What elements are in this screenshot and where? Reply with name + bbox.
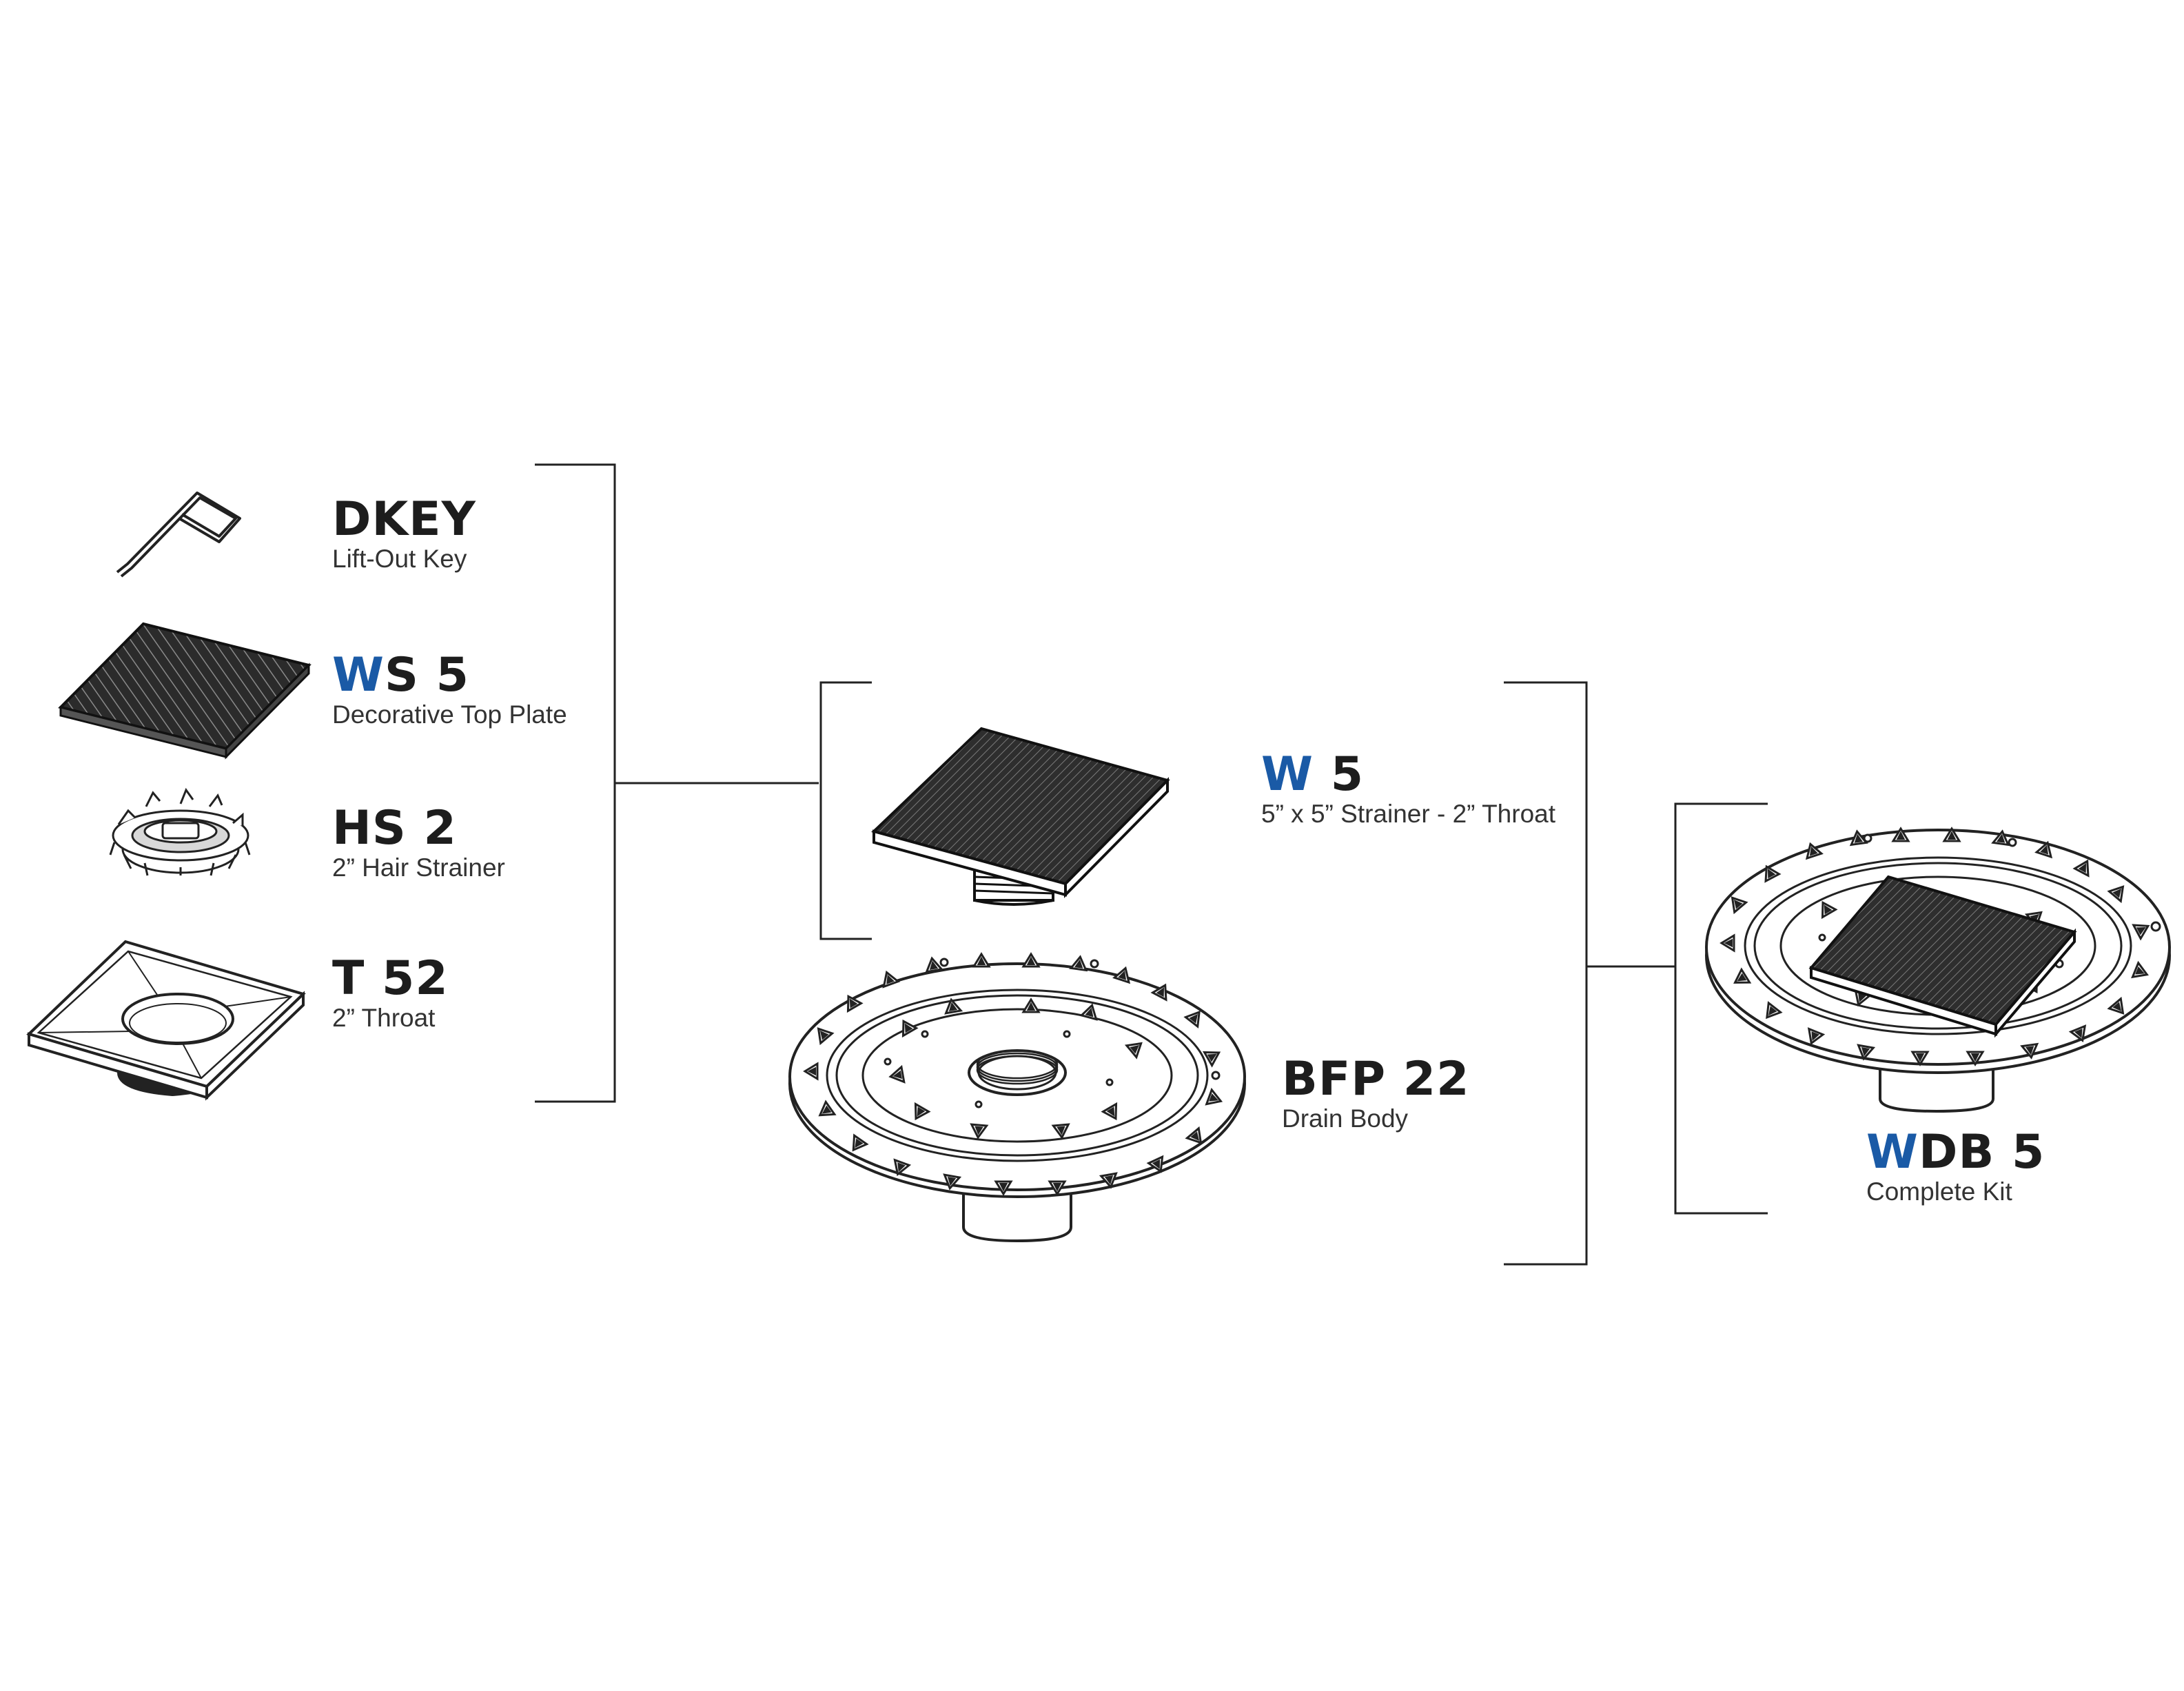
part-wdb5-code: WDB 5 [1866, 1125, 2045, 1179]
top-plate-icon [58, 622, 312, 760]
complete-kit-icon [1705, 827, 2171, 1113]
throat-icon [26, 940, 306, 1101]
part-w5-code: W 5 [1261, 747, 1365, 802]
left-group-bracket [535, 463, 616, 1103]
part-w5: W 5 5” x 5” Strainer - 2” Throat [1261, 750, 1555, 829]
part-t52-code: T 52 [332, 951, 449, 1006]
hair-strainer-icon [109, 787, 251, 876]
kit-group-bracket [1674, 802, 1768, 1215]
middle-group-bracket [1504, 681, 1588, 1266]
part-wdb5-desc: Complete Kit [1866, 1177, 2012, 1206]
part-dkey: DKEY Lift-Out Key [332, 495, 476, 574]
connector-lines [535, 463, 1768, 1266]
part-dkey-desc: Lift-Out Key [332, 545, 467, 573]
part-ws5-code: WS 5 [332, 648, 469, 702]
part-bfp22-code: BFP 22 [1282, 1052, 1470, 1106]
part-dkey-code: DKEY [332, 492, 476, 547]
w5-group-bracket [819, 681, 872, 940]
strainer-assembly-icon [871, 727, 1170, 906]
part-w5-desc: 5” x 5” Strainer - 2” Throat [1261, 800, 1556, 828]
drain-body-icon [788, 953, 1246, 1243]
part-t52: T 52 2” Throat [332, 954, 449, 1033]
part-bfp22-desc: Drain Body [1282, 1104, 1409, 1133]
part-hs2-desc: 2” Hair Strainer [332, 853, 505, 882]
part-hs2-code: HS 2 [332, 801, 457, 855]
part-ws5-desc: Decorative Top Plate [332, 700, 567, 729]
part-t52-desc: 2” Throat [332, 1004, 436, 1032]
lift-out-key-icon [116, 492, 241, 578]
part-hs2: HS 2 2” Hair Strainer [332, 804, 505, 882]
part-bfp22: BFP 22 Drain Body [1282, 1055, 1469, 1133]
part-wdb5: WDB 5 Complete Kit [1866, 1128, 2045, 1206]
part-ws5: WS 5 Decorative Top Plate [332, 651, 567, 729]
